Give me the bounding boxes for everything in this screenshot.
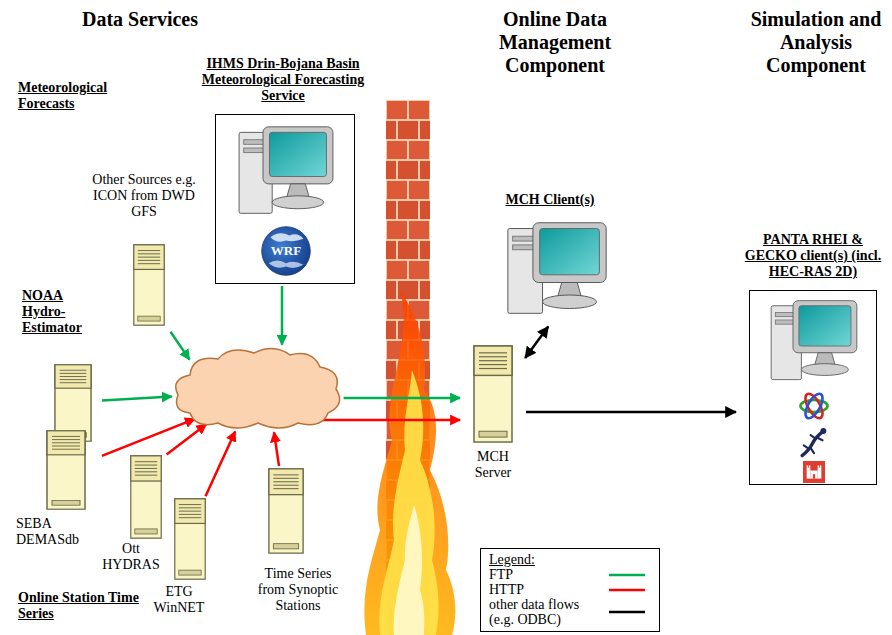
srv-icon	[46, 430, 86, 510]
station-server: Ott HYDRAS	[100, 455, 165, 575]
connector	[274, 432, 279, 466]
connector	[171, 332, 190, 360]
panel-border: WRF	[215, 114, 355, 284]
station-server: Time Series from Synoptic Stations	[246, 468, 350, 625]
legend-swatch	[607, 607, 647, 617]
database-server: MCH Server	[462, 345, 524, 495]
pc-icon	[504, 220, 610, 318]
srv-icon	[473, 345, 513, 443]
connector	[102, 397, 172, 401]
data-source-server: NOAA Hydro-Estimator	[22, 288, 100, 443]
node-label: SEBA DEMASdb	[16, 516, 88, 548]
section-title: Online Data Management Component	[470, 8, 640, 77]
legend-row: HTTP	[489, 582, 651, 597]
firewall-flame	[364, 290, 455, 635]
group-heading: Online Station Time Series	[18, 590, 143, 622]
castle-icon	[802, 461, 826, 483]
orb-icon	[797, 389, 831, 423]
srv-icon	[133, 244, 165, 326]
legend-text: other data flows (e.g. ODBC)	[489, 597, 601, 627]
legend-row: other data flows (e.g. ODBC)	[489, 597, 651, 627]
section-title: Data Services	[40, 8, 240, 31]
node-label: MCH Server	[462, 449, 524, 481]
legend-row: FTP	[489, 567, 651, 582]
connector	[206, 431, 236, 496]
node-label: NOAA Hydro-Estimator	[22, 288, 98, 336]
gecko-icon	[796, 425, 832, 459]
srv-icon	[174, 498, 206, 580]
node-label: ETG WinNET	[148, 584, 210, 616]
connector	[317, 419, 460, 422]
forecast-service-box: IHMS Drin-Bojana Basin Meteorological Fo…	[198, 56, 368, 284]
client-workstation: MCH Client(s)	[486, 192, 614, 325]
cloud-shape	[170, 343, 346, 433]
firewall-flame	[379, 370, 438, 635]
connector	[102, 419, 195, 456]
legend-title: Legend:	[489, 552, 651, 567]
connector	[281, 286, 284, 345]
analysis-client-box: PANTA RHEI & GECKO client(s) (incl. HEC-…	[738, 232, 888, 485]
node-heading: PANTA RHEI & GECKO client(s) (incl. HEC-…	[738, 232, 888, 280]
node-label: Ott HYDRAS	[100, 541, 162, 573]
legend-text: HTTP	[489, 582, 601, 597]
firewall-flame	[394, 505, 425, 635]
panel-border	[749, 290, 877, 485]
legend-text: FTP	[489, 567, 601, 582]
station-server: SEBA DEMASdb	[16, 430, 100, 560]
connector	[167, 424, 207, 454]
node-heading: IHMS Drin-Bojana Basin Meteorological Fo…	[198, 56, 368, 104]
connector	[526, 411, 736, 414]
legend-swatch	[607, 570, 647, 580]
node-label: MCH Client(s)	[486, 192, 614, 208]
connector	[525, 327, 548, 358]
network-cloud	[170, 343, 346, 433]
station-server: ETG WinNET	[148, 498, 212, 626]
group-heading: Meteorological Forecasts	[18, 80, 138, 112]
node-label: Other Sources e.g. ICON from DWD GFS	[88, 172, 200, 220]
connector	[344, 397, 460, 400]
srv-icon	[268, 468, 304, 554]
legend-swatch	[607, 585, 647, 595]
legend-box: Legend:FTPHTTPother data flows (e.g. ODB…	[480, 548, 660, 632]
pc-icon	[234, 125, 338, 217]
section-title: Simulation and Analysis Component	[744, 8, 888, 77]
srv-icon	[130, 455, 162, 539]
data-source-server: Other Sources e.g. ICON from DWD GFS	[88, 172, 200, 330]
logo-text: WRF	[260, 243, 312, 258]
node-label: Time Series from Synoptic Stations	[250, 566, 346, 614]
pc-icon	[762, 299, 866, 383]
